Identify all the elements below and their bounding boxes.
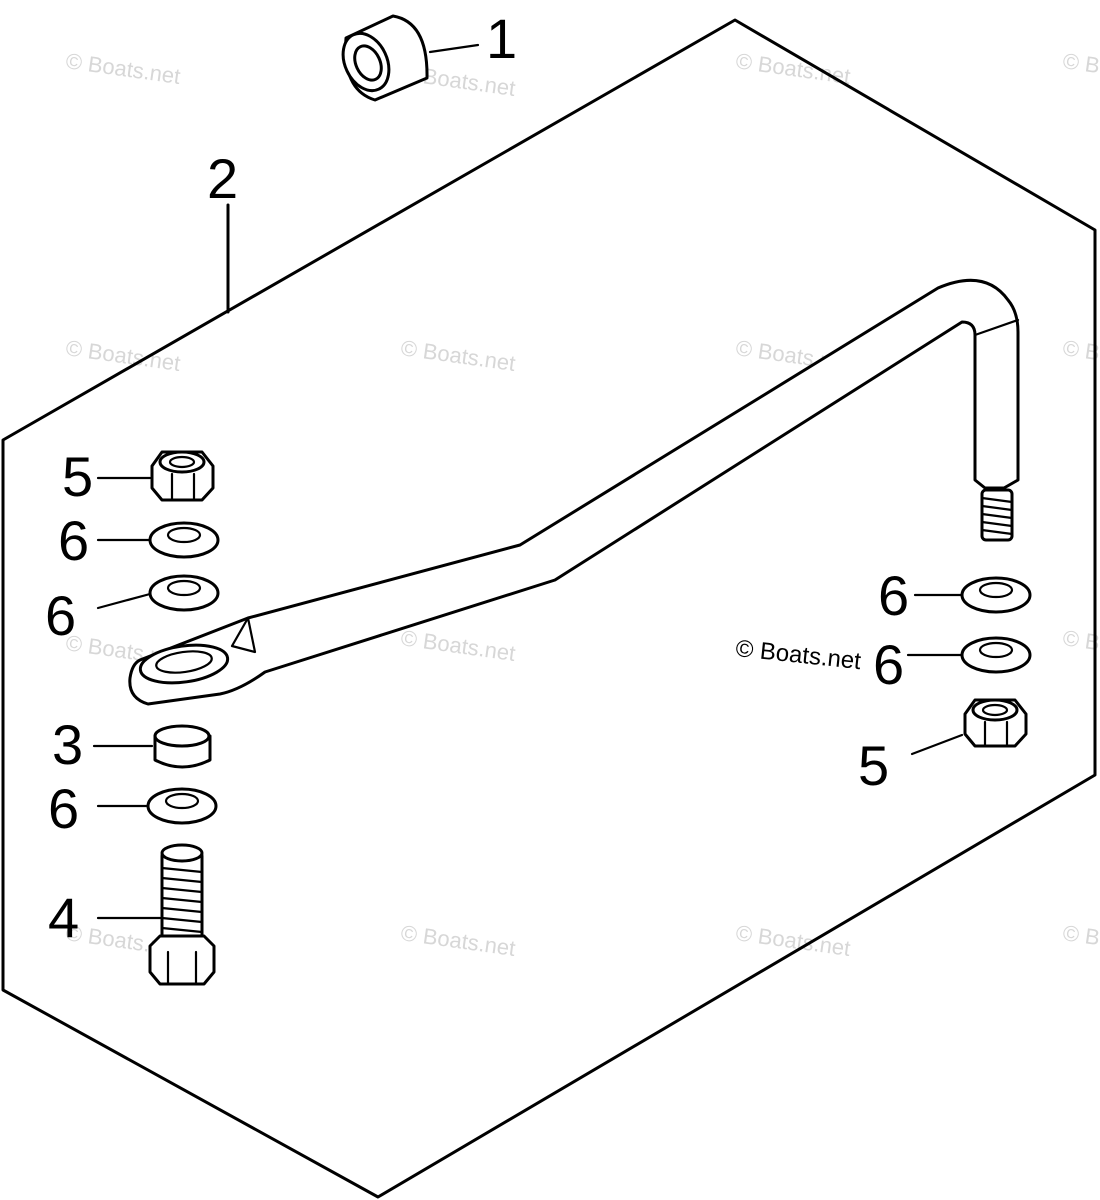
watermark: © Boats.net [399,625,517,666]
watermark: © Boats.net [1061,48,1100,89]
copyright-label: © Boats.net [734,635,862,675]
callout-6-right-a: 6 [878,564,909,627]
callout-6-left-c: 6 [48,777,79,840]
part-1-bushing [341,14,480,102]
part-3-spacer [153,724,212,769]
callout-2: 2 [207,147,238,210]
part-6-washer-left-b [148,574,220,612]
callout-4: 4 [48,886,79,949]
callout-3: 3 [52,713,83,776]
leader-6-left-b [96,592,152,610]
callout-6-left-a: 6 [58,509,89,572]
watermark: © Boats.net [64,48,182,89]
part-4-bolt [148,843,216,986]
part-6-washer-left-c [146,787,218,825]
part-6-washer-right-b [960,636,1032,674]
callout-1: 1 [486,7,517,70]
watermark: © Boats.net [1061,920,1100,961]
callout-5-left: 5 [62,445,93,508]
callout-6-left-b: 6 [45,584,76,647]
callout-6-right-b: 6 [873,633,904,696]
part-6-washer-left-a [148,521,220,559]
leader-5-right [910,733,964,756]
part-5-nut-left [150,450,215,502]
callout-5-right: 5 [858,734,889,797]
watermark: © Boats.net [399,335,517,376]
watermark: © Boats.net [399,920,517,961]
part-6-washer-right-a [960,576,1032,614]
part-5-nut-right [963,698,1028,748]
watermark: © Boats.net [734,920,852,961]
part-2-link-rod [128,278,1020,706]
kit-outline [1,18,1097,1199]
